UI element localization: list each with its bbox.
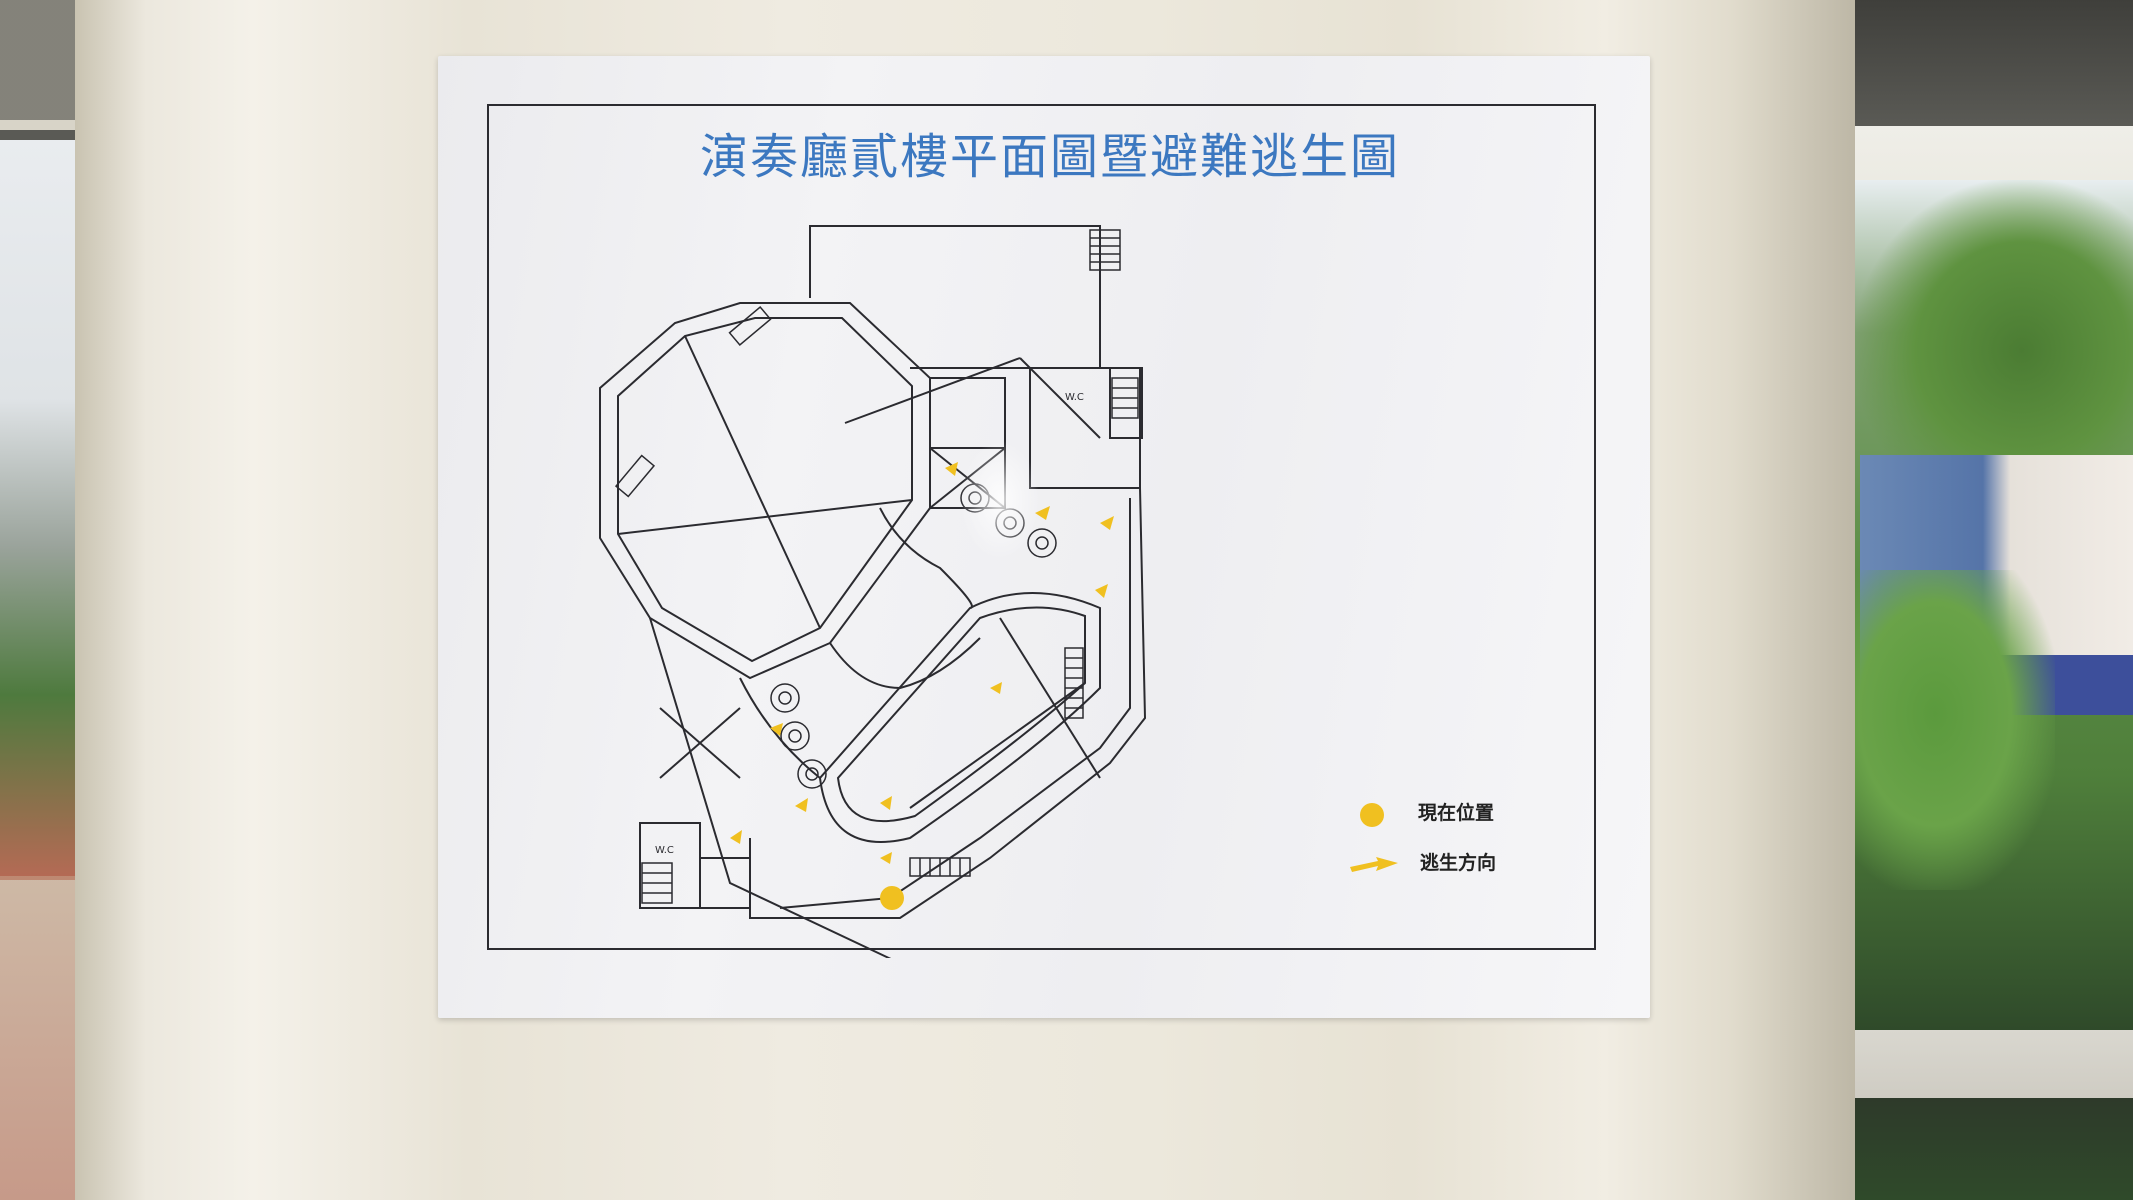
tree-foliage: [1855, 180, 2133, 490]
svg-text:W.C: W.C: [1065, 392, 1084, 403]
escape-direction-legend-icon: [1350, 857, 1398, 872]
tree-foliage: [1855, 570, 2055, 890]
right-wall-top: [1855, 0, 2133, 180]
floor-plan: W.C W.C: [599, 225, 1147, 958]
left-window-frame: [0, 0, 80, 1200]
legend-label-current-position: 現在位置: [1418, 802, 1495, 824]
light-glare: [960, 440, 1040, 560]
legend-label-escape-direction: 逃生方向: [1420, 852, 1497, 874]
current-position-marker: [880, 886, 904, 910]
poster-frame-border: [487, 104, 1596, 950]
window-railing: [1850, 1030, 2133, 1200]
current-position-legend-icon: [1360, 803, 1384, 827]
poster-title: 演奏廳貳樓平面圖暨避難逃生圖: [700, 129, 1401, 185]
svg-text:W.C: W.C: [655, 845, 674, 856]
